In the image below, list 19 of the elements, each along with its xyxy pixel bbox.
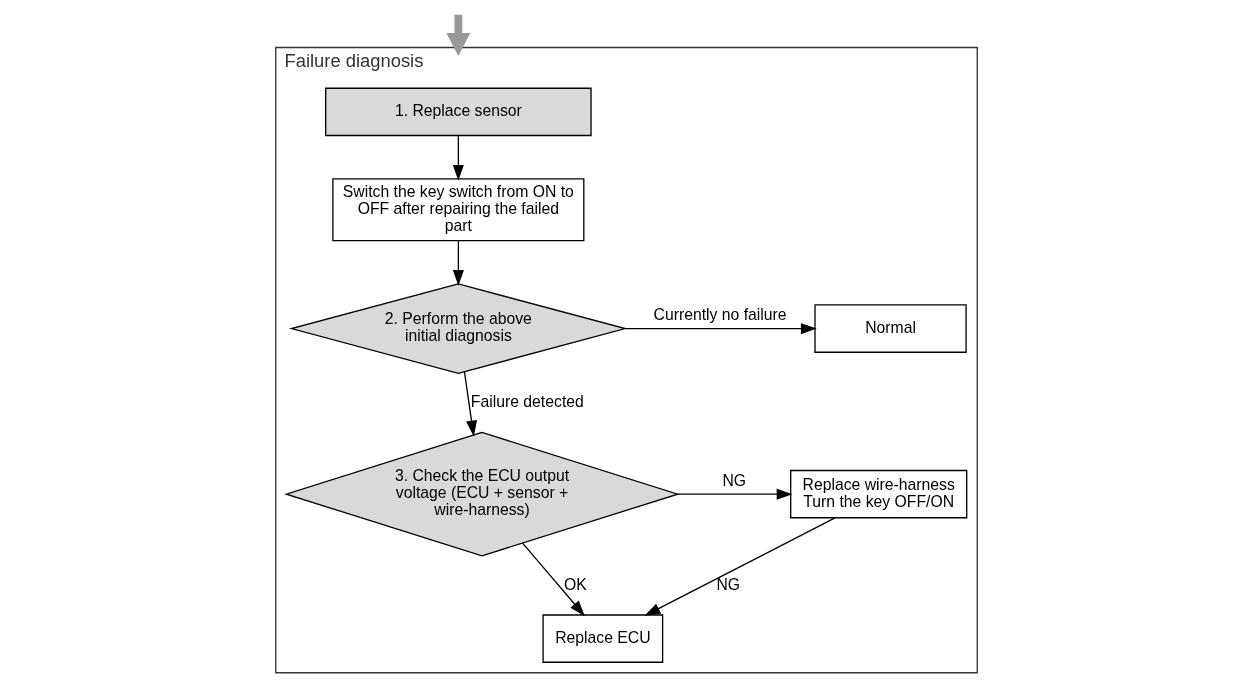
node-box: 1. Replace sensor <box>324 87 592 137</box>
arrow <box>624 323 817 335</box>
arrow <box>463 371 477 437</box>
node-box: Replace ECU <box>541 614 663 663</box>
node-box: Switch the key switch from ON to OFF after repairing the failed part <box>331 178 584 242</box>
node-diamond: 2. Perform the above initial diagnosis <box>288 283 628 374</box>
edge-label: NG <box>721 471 746 489</box>
arrow <box>521 542 585 617</box>
edge-label: OK <box>563 575 587 593</box>
edge-label: Failure detected <box>470 392 584 410</box>
edge-label: Currently no failure <box>653 306 787 324</box>
node-box: Normal <box>813 304 967 353</box>
arrow <box>644 517 836 616</box>
edge-label: NG <box>715 575 740 593</box>
node-box: Replace wire-harness Turn the key OFF/ON <box>789 469 967 519</box>
node-diamond: 3. Check the ECU output voltage (ECU + sensor + wire-harness) <box>283 431 680 557</box>
arrow <box>676 488 792 500</box>
arrow <box>452 240 464 286</box>
arrow <box>452 135 464 181</box>
